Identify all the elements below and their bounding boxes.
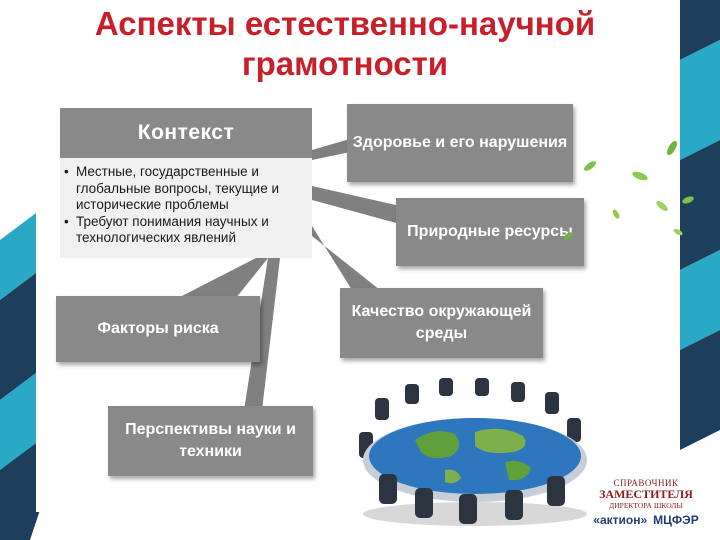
logo-text-line1: СПРАВОЧНИК [613, 478, 679, 488]
globe-table-image [359, 378, 587, 526]
mcfer-logo: МЦФЭР [653, 513, 699, 527]
context-body: Местные, государственные и глобальные во… [60, 158, 312, 258]
context-bullet: Требуют понимания научных и технологичес… [64, 214, 312, 247]
context-header: Контекст [60, 108, 312, 158]
context-bullet-list: Местные, государственные и глобальные во… [60, 164, 312, 247]
connector-future [244, 258, 280, 410]
slide-title: Аспекты естественно-научной грамотности [94, 5, 596, 82]
aspect-nature: Природные ресурсы [396, 198, 584, 266]
logo-text-line2: ЗАМЕСТИТЕЛЯ [599, 487, 693, 501]
context-bullet: Местные, государственные и глобальные во… [64, 164, 312, 214]
aspect-risk: Факторы риска [56, 296, 260, 362]
logo-text-line3: ДИРЕКТОРА ШКОЛЫ [609, 501, 683, 510]
logo-row: «актион» МЦФЭР [576, 513, 716, 527]
publisher-logos: СПРАВОЧНИК ЗАМЕСТИТЕЛЯ ДИРЕКТОРА ШКОЛЫ «… [576, 478, 716, 536]
aktion-logo: «актион» [593, 513, 648, 527]
connector-risk [178, 258, 268, 298]
connector-quality [312, 226, 380, 290]
aspect-future: Перспективы науки и техники [108, 406, 313, 476]
connector-nature [312, 186, 400, 224]
aspect-quality: Качество окружающей среды [340, 288, 543, 358]
aspect-health: Здоровье и его нарушения [347, 104, 573, 182]
leaves-decoration [563, 140, 694, 240]
